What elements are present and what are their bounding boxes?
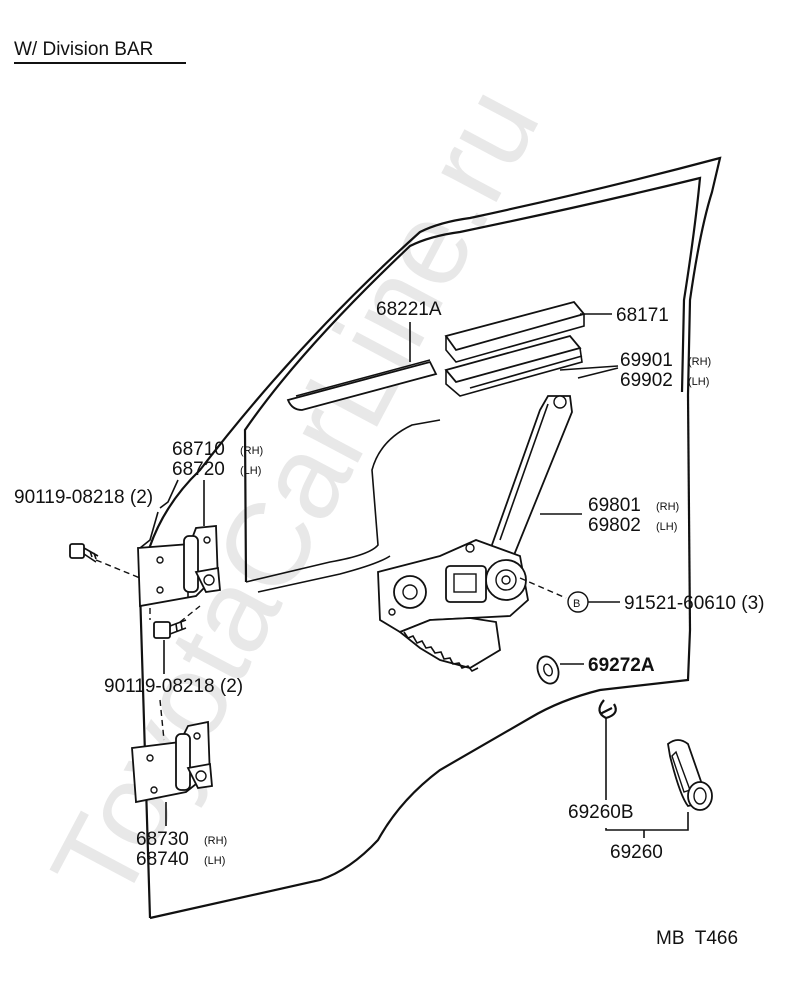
washer-69272A — [536, 655, 560, 685]
label-69901: 69901 — [620, 350, 673, 371]
label-69802-side: (LH) — [656, 521, 677, 533]
door-hinge-68710 — [137, 525, 221, 608]
bolt-90119-upper — [69, 543, 99, 563]
label-69802: 69802 — [588, 515, 641, 536]
marker-b: B — [573, 598, 580, 610]
leader-lines — [95, 313, 689, 838]
label-68730: 68730 — [136, 829, 189, 850]
callout-labels: 68221A 68171 69901 (RH) 69902 (LH) 68710… — [14, 299, 765, 870]
label-69272A: 69272A — [588, 655, 655, 676]
label-68740-side: (LH) — [204, 855, 225, 867]
diagram-code: MB T466 — [656, 928, 738, 949]
label-69902-side: (LH) — [688, 376, 709, 388]
label-69801: 69801 — [588, 495, 641, 516]
label-69901-side: (RH) — [688, 356, 711, 368]
label-68720: 68720 — [172, 459, 225, 480]
marker-b-circle — [567, 591, 589, 613]
door-hinge-68730 — [131, 720, 213, 804]
channel-69901-69902 — [444, 334, 583, 397]
label-68740: 68740 — [136, 849, 189, 870]
label-69801-side: (RH) — [656, 501, 679, 513]
window-crank-handle-69260 — [667, 739, 713, 811]
label-68710-side: (RH) — [240, 445, 263, 457]
label-91521: 91521-60610 (3) — [624, 593, 765, 614]
label-69902: 69902 — [620, 370, 673, 391]
clip-69260B — [598, 699, 617, 720]
window-regulator-69801 — [377, 395, 573, 673]
label-68730-side: (RH) — [204, 835, 227, 847]
label-68221A: 68221A — [376, 299, 442, 320]
label-68710: 68710 — [172, 439, 225, 460]
label-69260B: 69260B — [568, 802, 634, 823]
label-bolt-upper: 90119-08218 (2) — [14, 487, 153, 508]
door-outline — [138, 156, 722, 920]
diagram-title: W/ Division BAR — [14, 39, 153, 60]
label-69260: 69260 — [610, 842, 663, 863]
label-68720-side: (LH) — [240, 465, 261, 477]
label-68171: 68171 — [616, 305, 669, 326]
run-channel-68221A — [286, 359, 438, 411]
bolt-90119-lower — [153, 619, 187, 639]
label-bolt-lower: 90119-08218 (2) — [104, 676, 243, 697]
